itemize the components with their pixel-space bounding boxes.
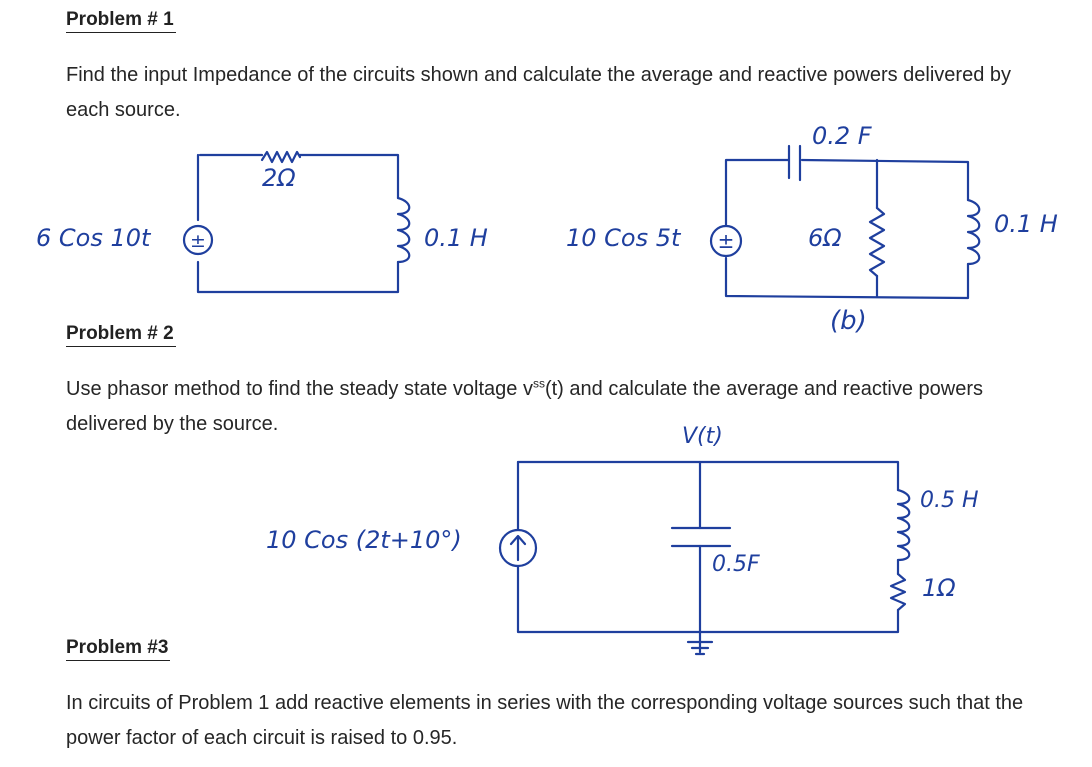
- circuit-c-arrow-icon: [509, 534, 527, 562]
- circuit-c-resistor: [889, 572, 907, 612]
- problem-2-superscript: ss: [532, 376, 545, 391]
- problem-2-text-before: Use phasor method to find the steady sta…: [66, 378, 533, 400]
- problem-3-text: In circuits of Problem 1 add reactive el…: [66, 692, 1024, 749]
- circuit-b-source-icon: [709, 224, 743, 258]
- problem-3-heading: Problem #3: [66, 636, 171, 661]
- circuit-a-inductor: [396, 196, 411, 264]
- circuit-b-inductor-label: 0.1 H: [994, 210, 1058, 238]
- circuit-c-inductor-label: 0.5 H: [920, 488, 979, 513]
- circuit-b-capacitor-label: 0.2 F: [812, 122, 872, 150]
- circuit-b-inductor: [966, 198, 981, 266]
- circuit-a-resistor-label: 2Ω: [262, 164, 296, 192]
- circuit-b-resistor-label: 6Ω: [808, 224, 842, 252]
- circuit-b-wires: [724, 158, 970, 300]
- circuit-a-wires: [196, 153, 400, 294]
- circuit-c-ground-icon: [686, 640, 714, 656]
- problem-2-text: Use phasor method to find the steady sta…: [66, 372, 1056, 442]
- circuit-c-capacitor: [670, 526, 732, 548]
- circuit-b-capacitor: [787, 144, 802, 182]
- circuit-c-capacitor-label: 0.5F: [712, 552, 760, 577]
- problem-2-text-after: (t) and calculate the average and reacti…: [66, 378, 983, 435]
- circuit-a-inductor-label: 0.1 H: [424, 224, 488, 252]
- circuit-a-source-label: 6 Cos 10t: [36, 224, 151, 252]
- circuit-b-source-sign: ±: [718, 229, 735, 253]
- problem-1-text: Find the input Impedance of the circuits…: [66, 64, 1011, 121]
- circuit-c-source-label: 10 Cos (2t+10°): [266, 526, 462, 554]
- circuit-b-source-label: 10 Cos 5t: [566, 224, 681, 252]
- circuit-a-resistor: [260, 150, 302, 164]
- problem-2-heading: Problem # 2: [66, 322, 176, 347]
- circuit-b-caption: (b): [830, 306, 867, 336]
- circuit-c-resistor-label: 1Ω: [922, 574, 956, 602]
- problem-1-heading: Problem # 1: [66, 8, 176, 33]
- circuit-c-current-source-icon: [498, 528, 538, 568]
- circuit-c-inductor: [896, 488, 911, 562]
- circuit-a-source-sign: ±: [190, 230, 206, 252]
- circuit-c-voltage-label: V(t): [682, 424, 723, 449]
- circuit-b-resistor: [868, 206, 886, 278]
- circuit-c-wires: [516, 460, 900, 654]
- circuit-a-source-icon: [182, 224, 214, 256]
